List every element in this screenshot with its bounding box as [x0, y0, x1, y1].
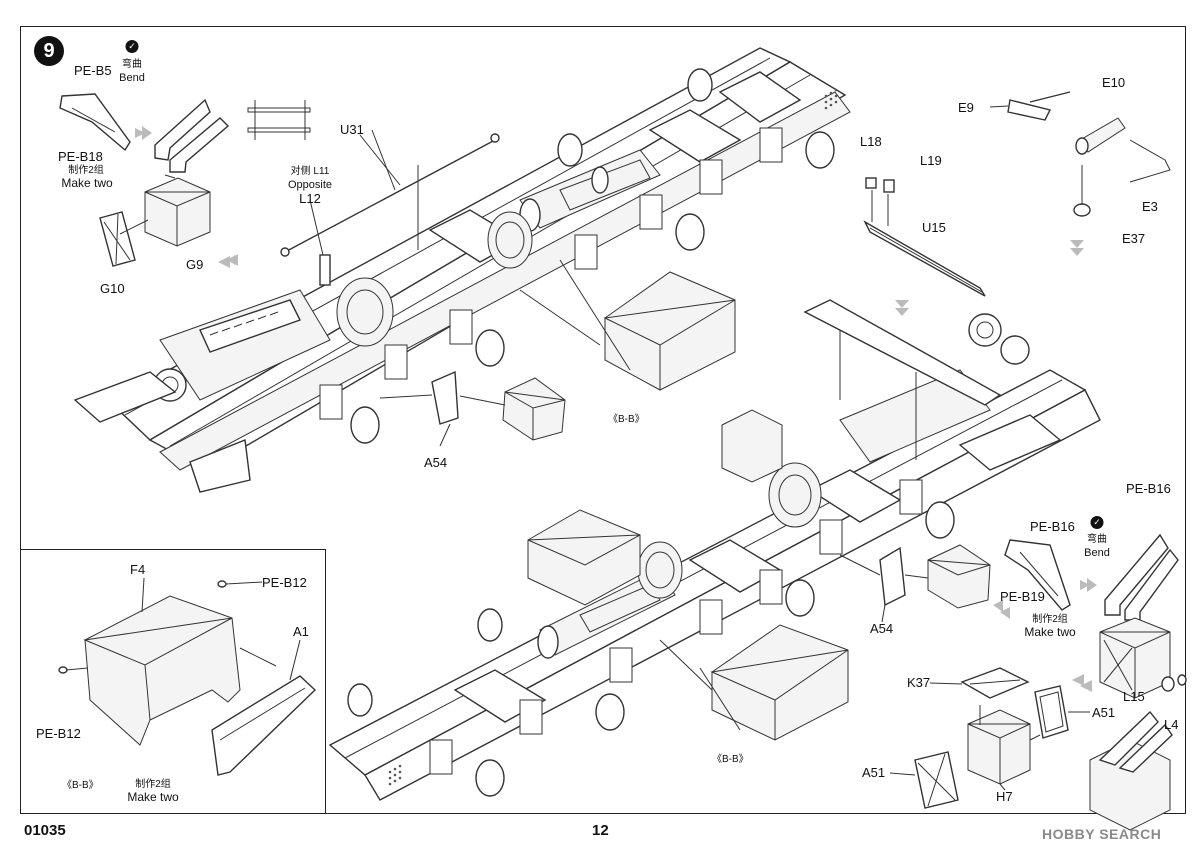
lower-chassis — [328, 313, 1101, 801]
label-u31: U31 — [340, 122, 364, 137]
label-pe-b16-mid: PE-B16 — [1030, 519, 1075, 534]
label-e10: E10 — [1102, 75, 1126, 90]
label-bb-top: 《B-B》 — [608, 414, 645, 425]
label-l18: L18 — [860, 134, 882, 149]
step-number-badge: 9 — [34, 36, 64, 66]
label-g10: G10 — [100, 281, 125, 296]
label-pe-b5: PE-B5 — [74, 63, 112, 78]
label-a51-left: A51 — [862, 765, 886, 780]
bend-icon: ✓ — [1090, 516, 1104, 529]
label-pe-b16-right: PE-B16 — [1126, 481, 1171, 496]
label-bend-cn-1: 弯曲 — [122, 59, 142, 70]
assembly-arrow-icon — [135, 126, 1097, 692]
label-e9: E9 — [958, 100, 974, 115]
label-g9: G9 — [186, 257, 204, 272]
inset-label-f4: F4 — [130, 562, 146, 577]
product-code: 01035 — [24, 822, 66, 839]
label-l15: L15 — [1123, 689, 1145, 704]
label-bend-en-2: Bend — [1084, 547, 1110, 559]
label-make-two-en-1: Make two — [61, 176, 113, 190]
label-opposite-en: Opposite — [287, 179, 333, 191]
label-u15: U15 — [922, 220, 946, 235]
label-l4: L4 — [1164, 717, 1179, 732]
label-bend-cn-2: 弯曲 — [1087, 534, 1107, 545]
label-pe-b19: PE-B19 — [1000, 589, 1045, 604]
upper-chassis — [73, 47, 851, 493]
label-e37: E37 — [1122, 231, 1146, 246]
label-l12: L12 — [299, 191, 321, 206]
label-make-two-en-2: Make two — [1024, 625, 1076, 639]
label-bb-bottom: 《B-B》 — [712, 754, 749, 765]
label-k37: K37 — [907, 675, 931, 690]
label-a51-right: A51 — [1092, 705, 1116, 720]
label-make-two-cn-1: 制作2组 — [68, 165, 104, 176]
label-e3: E3 — [1142, 199, 1158, 214]
inset-label-pe-b12-top: PE-B12 — [262, 575, 307, 590]
page-number: 12 — [592, 822, 609, 839]
instruction-sheet-frame — [20, 26, 1186, 814]
label-l19: L19 — [920, 153, 942, 168]
inset-label-make-two-cn: 制作2组 — [135, 779, 171, 790]
label-make-two-cn-2: 制作2组 — [1032, 614, 1068, 625]
inset-label-pe-b12-left: PE-B12 — [36, 726, 81, 741]
label-h7: H7 — [996, 789, 1013, 804]
inset-label-bb: 《B-B》 — [62, 780, 99, 791]
bend-icon: ✓ — [125, 40, 139, 53]
label-a54-top: A54 — [424, 455, 448, 470]
label-pe-b18: PE-B18 — [58, 149, 103, 164]
watermark-text: HOBBY SEARCH — [1042, 826, 1162, 842]
inset-label-make-two-en: Make two — [127, 790, 179, 804]
label-bend-en-1: Bend — [119, 72, 145, 84]
inset-label-a1: A1 — [293, 624, 309, 639]
label-opposite-cn: 对侧 L11 — [290, 166, 330, 177]
label-a54-bottom: A54 — [870, 621, 894, 636]
